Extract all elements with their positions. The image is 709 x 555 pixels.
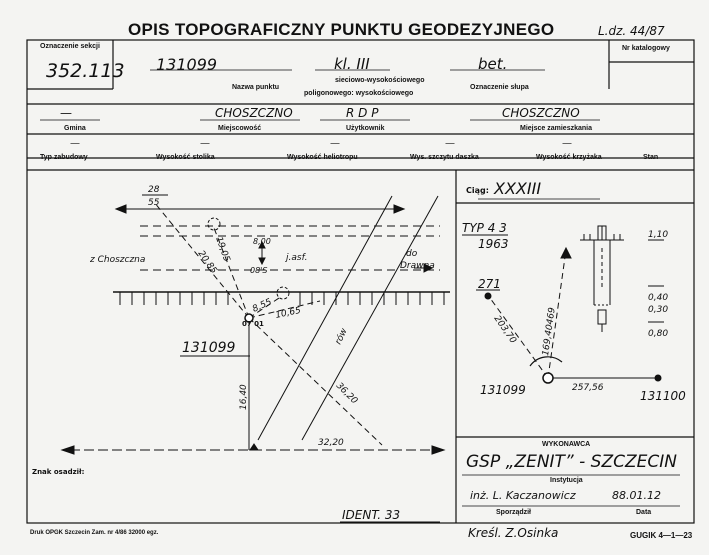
build-type-value: — bbox=[70, 138, 80, 149]
catalog-label: Nr katalogowy bbox=[622, 45, 670, 52]
build-type-label: Typ zabudowy bbox=[40, 154, 88, 161]
fraction-den: 55 bbox=[148, 198, 160, 208]
dist-3-label: 257,56 bbox=[572, 383, 604, 393]
from-label: z Choszczna bbox=[89, 255, 145, 265]
residence-value: CHOSZCZNO bbox=[502, 106, 580, 120]
heliotrope-value: — bbox=[330, 138, 340, 149]
gmina-label: Gmina bbox=[64, 125, 86, 132]
year-label: 1963 bbox=[478, 237, 509, 251]
prepared-by: inż. L. Kaczanowicz bbox=[470, 489, 576, 502]
section-value: 352.113 bbox=[46, 60, 125, 82]
drawn-by: Kreśl. Z.Osinka bbox=[468, 526, 559, 540]
ldz-number: L.dz. 44/87 bbox=[598, 24, 665, 38]
state-label: Stan bbox=[643, 154, 659, 161]
point-marker bbox=[244, 313, 254, 323]
depth-1: 0,40 bbox=[648, 293, 668, 303]
dist-bottom: 32,20 bbox=[318, 438, 344, 448]
table-height-label: Wysokość stolika bbox=[156, 154, 215, 161]
dist-vert: 16,40 bbox=[239, 384, 249, 410]
table-height-value: — bbox=[200, 138, 210, 149]
point-a-label: 271 bbox=[478, 277, 501, 291]
institution-label: Instytucja bbox=[550, 477, 583, 484]
residence-label: Miejsce zamieszkania bbox=[520, 125, 592, 132]
point-number: 131099 bbox=[156, 55, 218, 74]
roof-value: — bbox=[445, 138, 455, 149]
ditch-hatching bbox=[119, 292, 445, 305]
tree-icon bbox=[207, 217, 221, 231]
point-name-label: Nazwa punktu bbox=[232, 84, 280, 91]
form-title: OPIS TOPOGRAFICZNY PUNKTU GEODEZYJNEGO bbox=[128, 20, 555, 39]
heliotrope-label: Wysokość heliotropu bbox=[287, 154, 358, 161]
point-c-label: 131100 bbox=[640, 389, 686, 403]
prepared-label: Sporządził bbox=[496, 509, 532, 516]
diagonal-line-1 bbox=[257, 195, 393, 441]
fraction-num: 28 bbox=[148, 185, 160, 195]
to-label-1: do bbox=[406, 249, 418, 259]
wykonawca-label: WYKONAWCA bbox=[542, 441, 591, 448]
ciag-label: Ciąg: bbox=[466, 186, 489, 195]
depth-top: 1,10 bbox=[648, 230, 668, 240]
point-label: 131099 bbox=[182, 340, 236, 356]
dist-2-label: 169,40469 bbox=[541, 307, 558, 357]
locality-value: CHOSZCZNO bbox=[215, 106, 293, 120]
point-label-small: 07 01 bbox=[242, 320, 264, 328]
ident-label: IDENT. 33 bbox=[342, 508, 400, 522]
prepared-date: 88.01.12 bbox=[612, 489, 661, 502]
network-bottom-label: poligonowego: wysokościowego bbox=[304, 90, 414, 97]
tree-icon bbox=[276, 286, 290, 300]
user-value: R D P bbox=[346, 106, 379, 120]
point-class: kl. III bbox=[334, 55, 370, 73]
form-code: GUGIK 4—1—23 bbox=[630, 531, 693, 540]
depth-2: 0,30 bbox=[648, 305, 668, 315]
typ-label: TYP 4 3 bbox=[462, 221, 507, 235]
wykonawca-name: GSP „ZENIT” - SZCZECIN bbox=[466, 452, 677, 472]
road-width-1: 8,00 bbox=[253, 237, 271, 246]
depth-3: 0,80 bbox=[648, 329, 668, 339]
post-label: Oznaczenie słupa bbox=[470, 84, 529, 91]
ciag-value: XXXIII bbox=[493, 179, 541, 198]
to-label-2: Drawna bbox=[400, 261, 435, 271]
print-info: Druk OPGK Szczecin Zam. nr 4/86 32000 eg… bbox=[30, 530, 159, 536]
traverse-point-b bbox=[542, 372, 554, 384]
traverse-point-c bbox=[654, 374, 662, 382]
section-label: Oznaczenie sekcji bbox=[40, 43, 100, 50]
point-b-label: 131099 bbox=[480, 383, 526, 397]
cross-label: Wysokość krzyżaka bbox=[536, 154, 602, 161]
traverse-point-a bbox=[484, 292, 492, 300]
road-width-2: 08'S bbox=[250, 266, 267, 275]
date-label: Data bbox=[636, 509, 652, 516]
user-label: Użytkownik bbox=[346, 125, 385, 132]
locality-label: Miejscowość bbox=[218, 125, 262, 132]
post-type: bet. bbox=[478, 55, 508, 73]
road-label: j.asf. bbox=[284, 253, 307, 263]
cross-value: — bbox=[562, 138, 572, 149]
diagonal-line-2 bbox=[301, 195, 439, 441]
gmina-value: — bbox=[60, 106, 72, 120]
osadz-label: Znak osadził: bbox=[32, 468, 85, 476]
network-top-label: sieciowo-wysokościowego bbox=[335, 77, 425, 84]
roof-label: Wys. szczytu daszka bbox=[410, 154, 479, 161]
